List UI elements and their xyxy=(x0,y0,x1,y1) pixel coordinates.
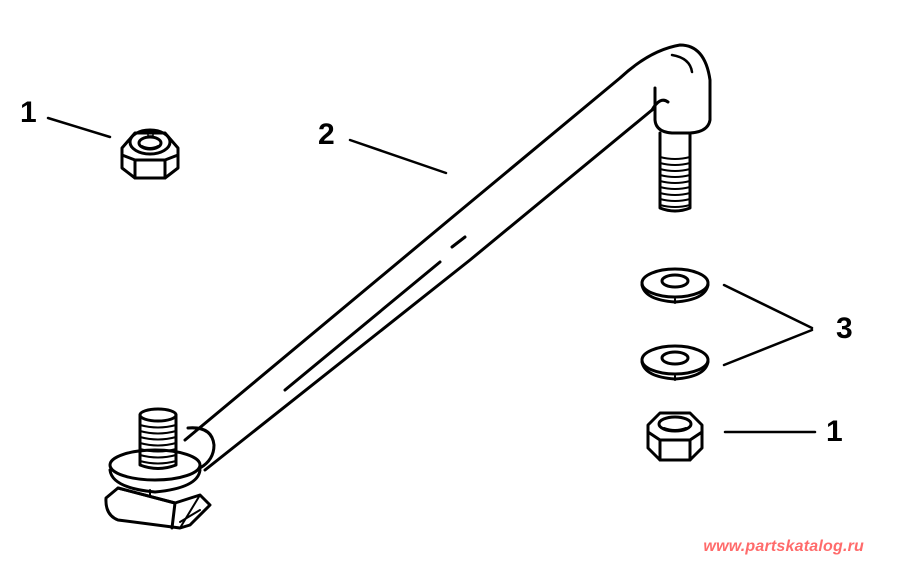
link-rod xyxy=(183,43,712,472)
leader-lines xyxy=(46,116,817,434)
callout-3-washers: 3 xyxy=(836,312,853,345)
leader-line-3-lower xyxy=(722,328,814,367)
rod-end-assembly xyxy=(104,407,216,530)
leader-line-3-upper xyxy=(722,283,814,330)
washer-upper xyxy=(640,267,710,304)
leader-line-1-top xyxy=(46,116,112,139)
watermark: www.partskatalog.ru xyxy=(703,538,864,555)
lock-nut-top-left xyxy=(120,128,180,180)
hex-nut-bottom-right xyxy=(646,411,704,462)
callout-1-top-left: 1 xyxy=(20,96,37,129)
callout-1-bottom-right: 1 xyxy=(826,415,843,448)
callout-2-rod: 2 xyxy=(318,118,335,151)
leader-line-2 xyxy=(348,138,448,175)
washer-lower xyxy=(640,344,710,381)
